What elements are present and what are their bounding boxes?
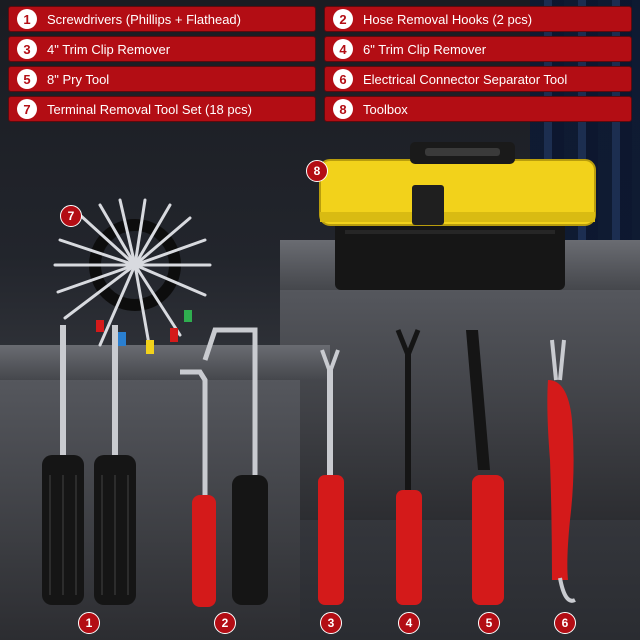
badge-pry: 5 bbox=[478, 612, 500, 634]
screwdriver-flathead-icon bbox=[94, 325, 136, 605]
legend-num: 4 bbox=[333, 39, 353, 59]
trim-clip-remover-4-icon bbox=[318, 349, 344, 605]
legend-label: Terminal Removal Tool Set (18 pcs) bbox=[47, 101, 252, 117]
legend-item-6: 6 Electrical Connector Separator Tool bbox=[324, 66, 632, 92]
legend-label: Electrical Connector Separator Tool bbox=[363, 71, 568, 87]
legend-label: Hose Removal Hooks (2 pcs) bbox=[363, 11, 533, 27]
legend-num: 5 bbox=[17, 69, 37, 89]
pedestal-left-top bbox=[0, 345, 330, 380]
badge-toolbox: 8 bbox=[306, 160, 328, 182]
legend-num: 6 bbox=[333, 69, 353, 89]
badge-trim-4: 3 bbox=[320, 612, 342, 634]
badge-screwdrivers: 1 bbox=[78, 612, 100, 634]
legend-label: 4" Trim Clip Remover bbox=[47, 41, 171, 57]
legend-item-2: 2 Hose Removal Hooks (2 pcs) bbox=[324, 6, 632, 32]
legend-num: 7 bbox=[17, 99, 37, 119]
screwdriver-phillips-icon bbox=[42, 325, 84, 605]
badge-hooks: 2 bbox=[214, 612, 236, 634]
legend-item-3: 3 4" Trim Clip Remover bbox=[8, 36, 316, 62]
terminal-set-icon bbox=[53, 198, 212, 354]
legend-num: 2 bbox=[333, 9, 353, 29]
hose-hook-red-icon bbox=[180, 369, 216, 607]
trim-clip-remover-6-icon bbox=[395, 329, 422, 605]
badge-separator: 6 bbox=[554, 612, 576, 634]
connector-separator-icon bbox=[547, 339, 576, 603]
legend-label: 8" Pry Tool bbox=[47, 71, 110, 87]
legend-label: 6" Trim Clip Remover bbox=[363, 41, 487, 57]
legend-num: 1 bbox=[17, 9, 37, 29]
legend: 1 Screwdrivers (Phillips + Flathead) 2 Hos… bbox=[8, 6, 632, 126]
legend-label: Toolbox bbox=[363, 101, 408, 117]
legend-item-1: 1 Screwdrivers (Phillips + Flathead) bbox=[8, 6, 316, 32]
toolbox-icon bbox=[319, 142, 596, 290]
legend-item-5: 5 8" Pry Tool bbox=[8, 66, 316, 92]
legend-num: 8 bbox=[333, 99, 353, 119]
legend-item-8: 8 Toolbox bbox=[324, 96, 632, 122]
badge-terminal-set: 7 bbox=[60, 205, 82, 227]
legend-item-7: 7 Terminal Removal Tool Set (18 pcs) bbox=[8, 96, 316, 122]
pry-tool-icon bbox=[466, 330, 504, 605]
hose-hook-black-icon bbox=[202, 327, 268, 605]
legend-num: 3 bbox=[17, 39, 37, 59]
badge-trim-6: 4 bbox=[398, 612, 420, 634]
legend-item-4: 4 6" Trim Clip Remover bbox=[324, 36, 632, 62]
legend-label: Screwdrivers (Phillips + Flathead) bbox=[47, 11, 241, 27]
